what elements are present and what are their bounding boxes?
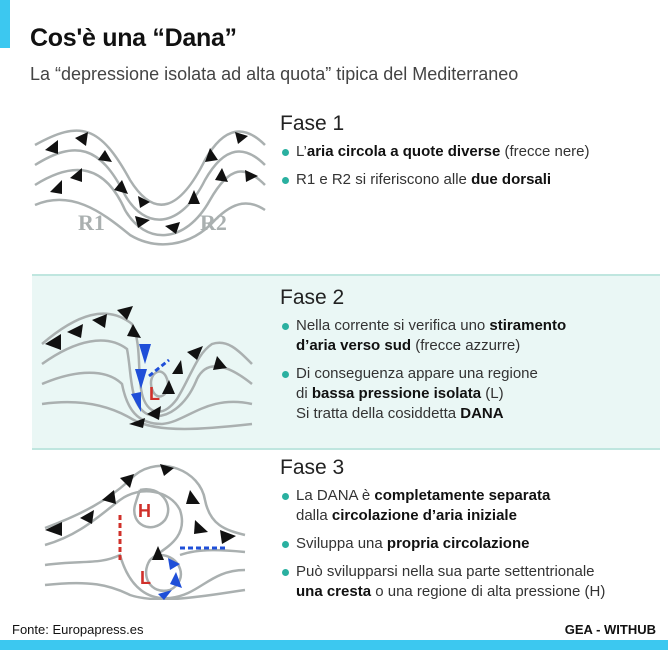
bullet-text: Può svilupparsi nella sua parte settentr… bbox=[296, 563, 595, 580]
bullet-line: d’aria verso sud (frecce azzurre) bbox=[296, 336, 566, 356]
bullet-item: Di conseguenza appare una regione di bass… bbox=[282, 364, 566, 424]
low-pressure-label: L bbox=[149, 384, 160, 404]
bullet-text-bold: DANA bbox=[460, 405, 504, 422]
bullet-text: Si tratta della cosiddetta bbox=[296, 405, 461, 422]
bullet-item: Nella corrente si verifica uno stirament… bbox=[282, 316, 566, 356]
publisher-credit: GEA - WITHUB bbox=[564, 622, 656, 637]
bullet-text-bold: bassa pressione isolata bbox=[311, 385, 482, 402]
bullet-text: (frecce azzurre) bbox=[411, 337, 521, 354]
bullet-line: Si tratta della cosiddetta DANA bbox=[296, 404, 566, 424]
bullet-dot-icon bbox=[282, 541, 289, 548]
bullet-text-bold: aria circola a quote diverse bbox=[306, 143, 501, 160]
bullet-text-bold: due dorsali bbox=[471, 171, 552, 188]
bullet-dot-icon bbox=[282, 149, 289, 156]
bullet-dot-icon bbox=[282, 323, 289, 330]
bullet-item: L’aria circola a quote diverse (frecce n… bbox=[282, 142, 590, 162]
accent-bar bbox=[0, 0, 10, 48]
page-title: Cos'è una “Dana” bbox=[30, 24, 237, 52]
phase-3-diagram: H L bbox=[44, 464, 246, 600]
phase-3-section: H L Fase 3 La DANA è completamente separ… bbox=[0, 448, 668, 618]
phase-2-section: L Fase 2 Nella corrente si verifica uno … bbox=[32, 274, 660, 450]
phase-2-title: Fase 2 bbox=[280, 286, 345, 309]
bullet-dot-icon bbox=[282, 569, 289, 576]
bullet-line: Sviluppa una propria circolazione bbox=[296, 534, 605, 554]
ridge-label-r2: R2 bbox=[200, 210, 227, 235]
source-credit: Fonte: Europapress.es bbox=[12, 622, 144, 637]
bullet-text-bold: d’aria verso sud bbox=[296, 337, 412, 354]
bullet-item: Sviluppa una propria circolazione bbox=[282, 534, 605, 554]
phase-1-title: Fase 1 bbox=[280, 112, 345, 135]
bullet-line: Nella corrente si verifica uno stirament… bbox=[296, 316, 566, 336]
bullet-text: (L) bbox=[481, 385, 504, 402]
bullet-text: L’ bbox=[296, 143, 307, 160]
bullet-line: di bassa pressione isolata (L) bbox=[296, 384, 566, 404]
bullet-line: L’aria circola a quote diverse (frecce n… bbox=[296, 142, 590, 162]
bullet-text: dalla bbox=[296, 507, 332, 524]
phase-1-section: R1 R2 Fase 1 L’aria circola a quote dive… bbox=[0, 100, 668, 272]
bullet-line: La DANA è completamente separata bbox=[296, 486, 605, 506]
phase-2-diagram: L bbox=[41, 306, 253, 431]
bullet-line: dalla circolazione d’aria iniziale bbox=[296, 506, 605, 526]
bullet-text: Di conseguenza appare una regione bbox=[296, 365, 538, 382]
high-pressure-label: H bbox=[138, 501, 151, 521]
bullet-item: Può svilupparsi nella sua parte settentr… bbox=[282, 562, 605, 602]
bullet-text: Sviluppa una bbox=[296, 535, 387, 552]
bullet-line: una cresta o una regione di alta pressio… bbox=[296, 582, 605, 602]
page-subtitle: La “depressione isolata ad alta quota” t… bbox=[30, 64, 519, 84]
bottom-accent-bar bbox=[0, 640, 668, 650]
bullet-line: Può svilupparsi nella sua parte settentr… bbox=[296, 562, 605, 582]
bullet-text-bold: stiramento bbox=[489, 317, 567, 334]
bullet-dot-icon bbox=[282, 177, 289, 184]
phase-1-bullets: L’aria circola a quote diverse (frecce n… bbox=[282, 142, 590, 198]
bullet-text-bold: completamente separata bbox=[374, 487, 551, 504]
bullet-line: Di conseguenza appare una regione bbox=[296, 364, 566, 384]
phase-1-diagram: R1 R2 bbox=[34, 129, 266, 246]
ridge-label-r1: R1 bbox=[78, 210, 105, 235]
bullet-text-bold: propria circolazione bbox=[386, 535, 530, 552]
bullet-text: (frecce nere) bbox=[500, 143, 590, 160]
bullet-text: Nella corrente si verifica uno bbox=[296, 317, 490, 334]
bullet-text: di bbox=[296, 385, 312, 402]
bullet-text: o una regione di alta pressione (H) bbox=[371, 583, 606, 600]
bullet-dot-icon bbox=[282, 493, 289, 500]
bullet-line: R1 e R2 si riferiscono alle due dorsali bbox=[296, 170, 590, 190]
bullet-item: R1 e R2 si riferiscono alle due dorsali bbox=[282, 170, 590, 190]
bullet-text-bold: circolazione d’aria iniziale bbox=[331, 507, 517, 524]
phase-3-title: Fase 3 bbox=[280, 456, 345, 479]
phase-2-bullets: Nella corrente si verifica uno stirament… bbox=[282, 316, 566, 432]
bullet-dot-icon bbox=[282, 371, 289, 378]
bullet-text: La DANA è bbox=[296, 487, 375, 504]
low-pressure-label: L bbox=[140, 568, 151, 588]
bullet-text-bold: una cresta bbox=[296, 583, 372, 600]
bullet-text: R1 e R2 si riferiscono alle bbox=[296, 171, 472, 188]
